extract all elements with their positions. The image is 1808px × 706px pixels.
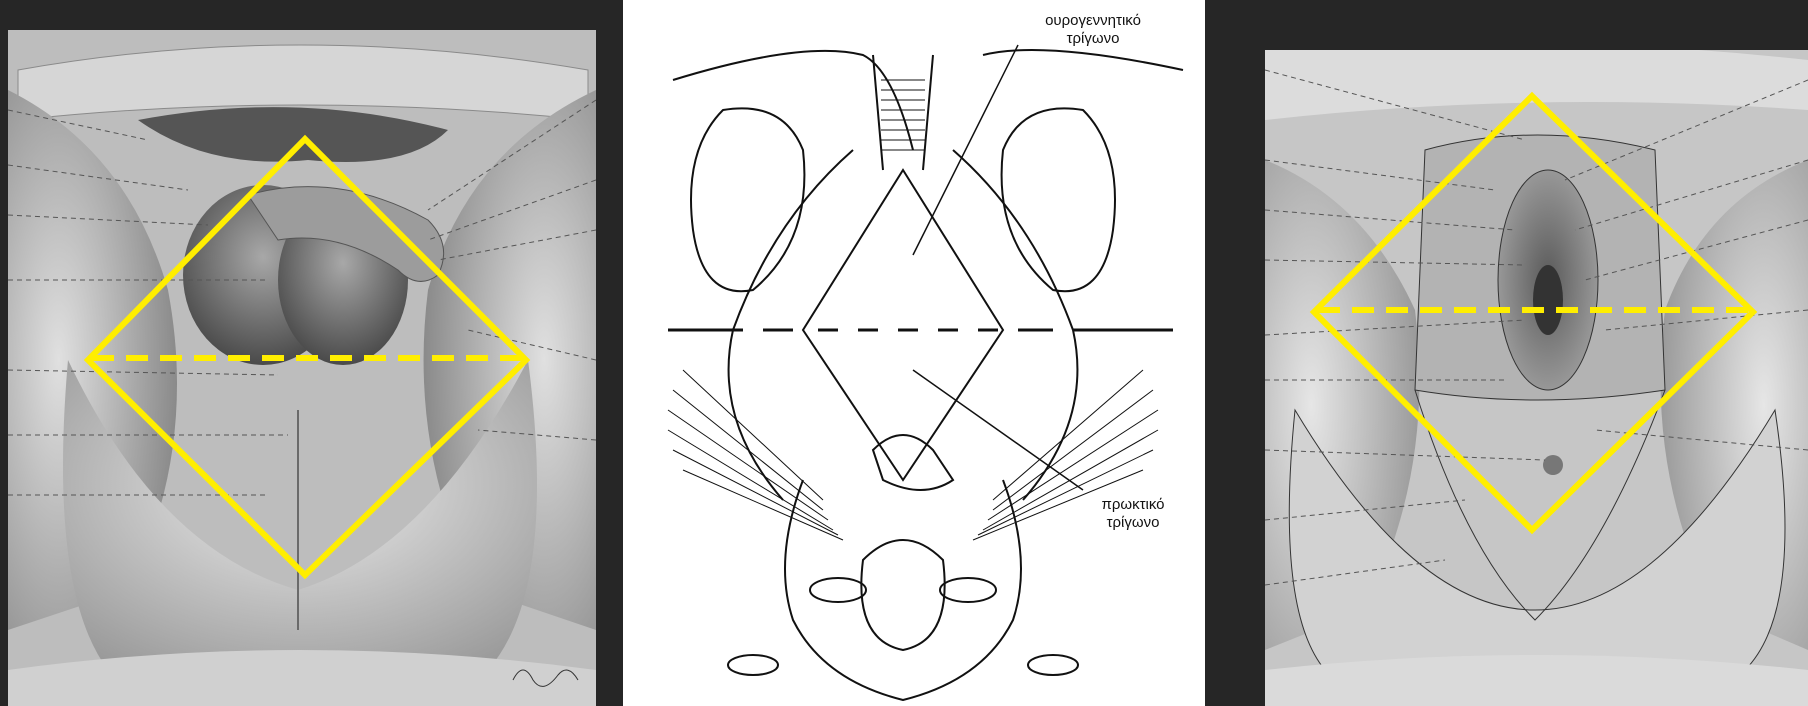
highlight-group <box>88 96 1753 575</box>
